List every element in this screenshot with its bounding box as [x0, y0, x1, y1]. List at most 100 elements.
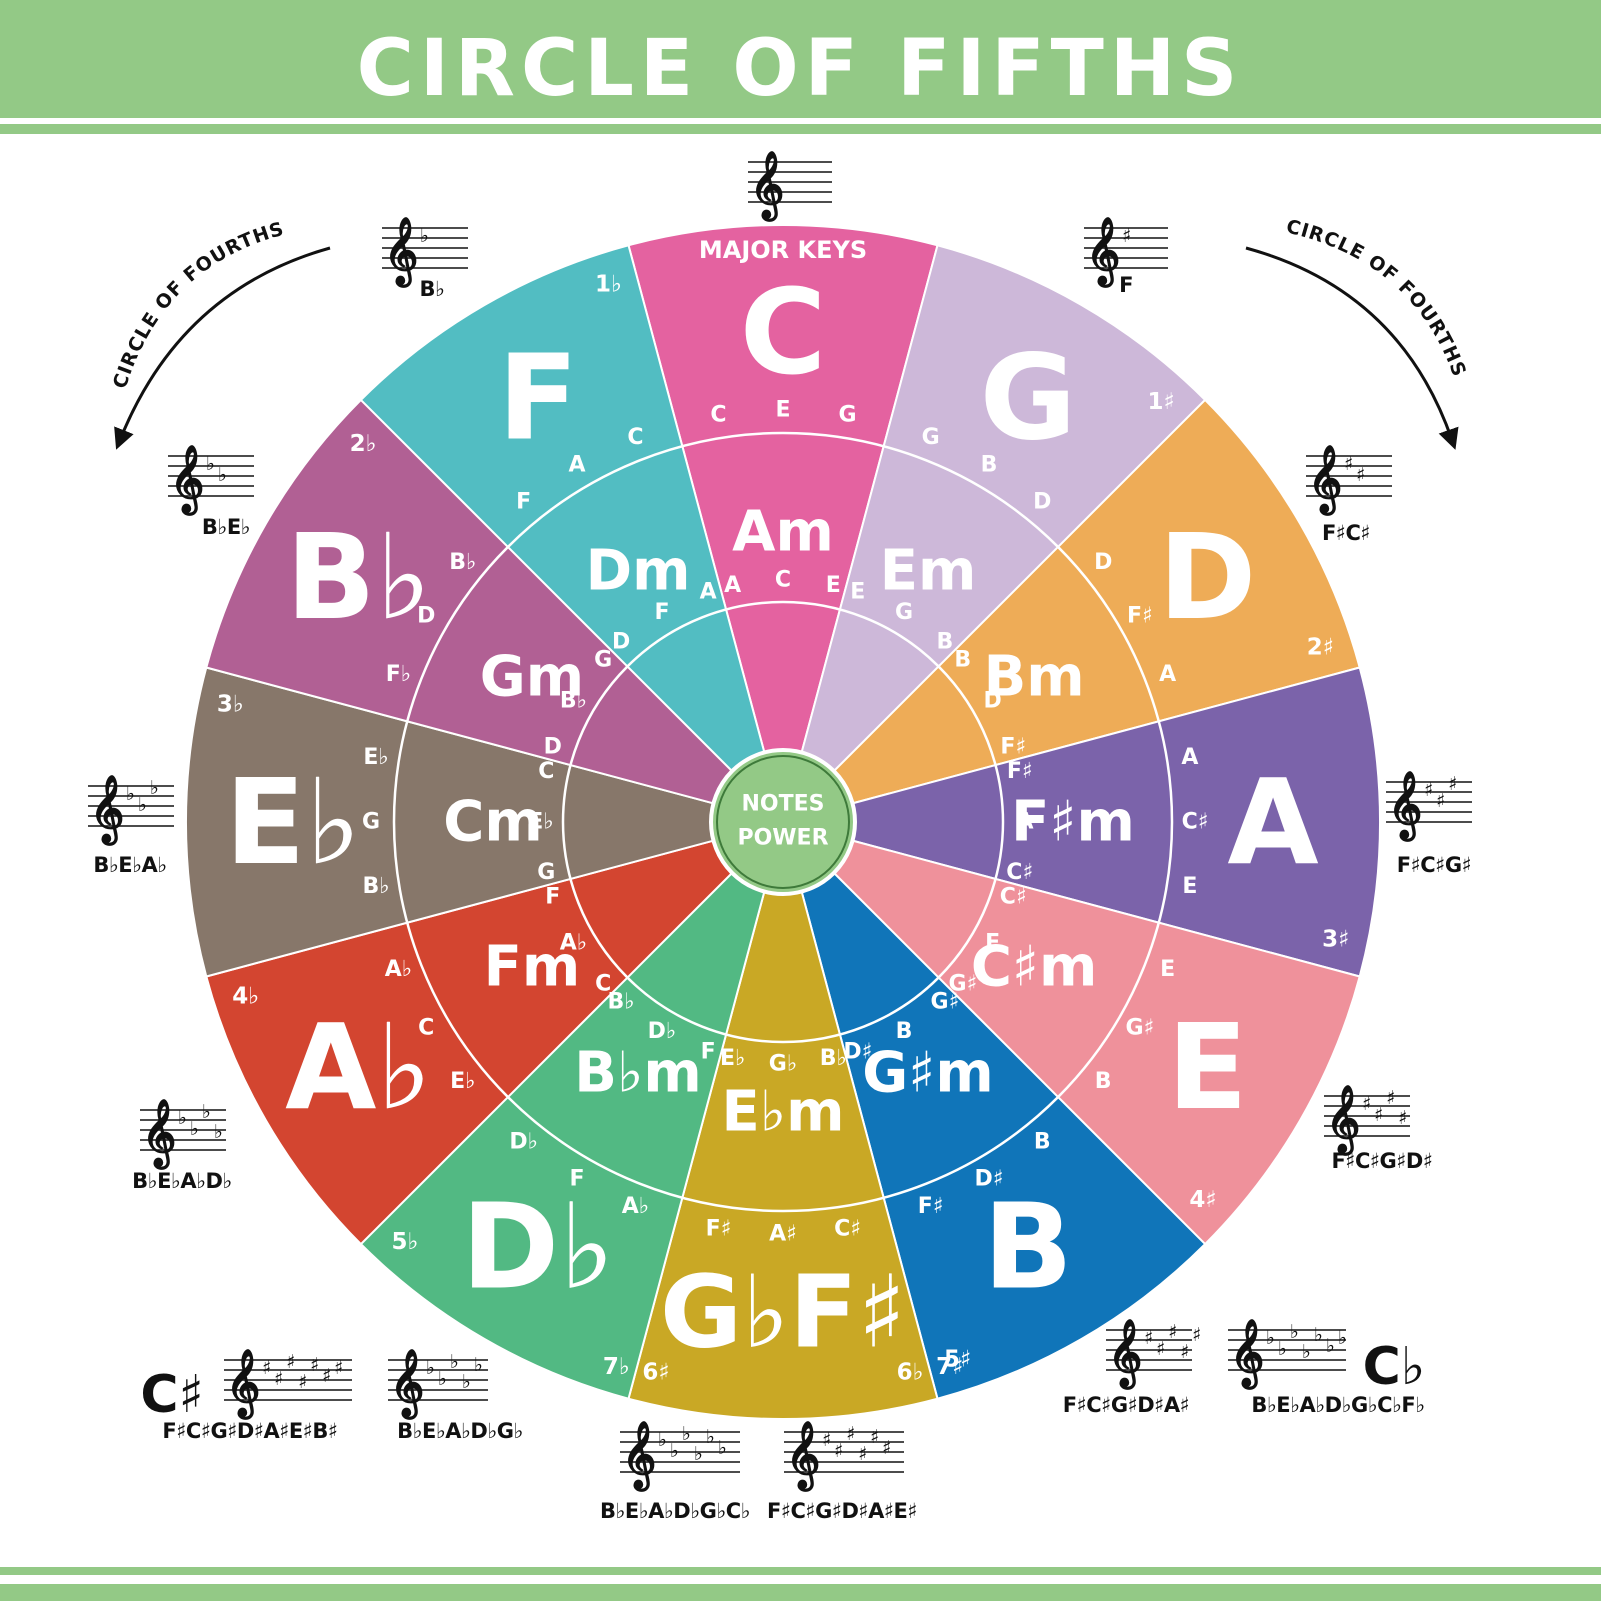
sharp-icon: ♯ [1424, 779, 1433, 801]
minor-triad-note: D [983, 689, 1001, 714]
circle-of-fourths-label-right: CIRCLE OF FOURTHS [1284, 215, 1470, 380]
staff-c-major: 𝄞 [748, 150, 832, 222]
key-signature-label: B♭E♭A♭D♭G♭ [397, 1419, 523, 1443]
staff-f-major: 𝄞♭ [382, 216, 468, 288]
sharp-icon: ♯ [1362, 1093, 1371, 1115]
center-badge [709, 748, 857, 896]
minor-triad-note: B [896, 1019, 913, 1044]
staff-a-major: 𝄞♯♯♯ [1386, 770, 1472, 842]
major-triad-note: F [569, 1166, 584, 1191]
major-key-label: G [980, 329, 1077, 467]
minor-triad-note: F♯ [1000, 735, 1026, 760]
treble-clef-icon: 𝄞 [1108, 1318, 1142, 1390]
flat-icon: ♭ [214, 1121, 223, 1143]
minor-triad-note: E [826, 573, 841, 598]
sharp-icon: ♯ [846, 1423, 855, 1445]
major-key-label: D♭ [461, 1177, 615, 1315]
sharp-icon: ♯ [1356, 464, 1365, 486]
minor-triad-note: G [537, 860, 555, 885]
minor-triad-note: G [594, 648, 612, 673]
major-triad-note: E [1160, 957, 1175, 982]
key-signature-label: B♭ [420, 277, 445, 301]
sharp-icon: ♯ [322, 1365, 331, 1387]
major-key-label: G♭F♯ [660, 1254, 906, 1371]
minor-triad-note: B♭ [608, 989, 635, 1014]
minor-triad-note: A♭ [560, 931, 587, 956]
sharp-icon: ♯ [286, 1351, 295, 1373]
minor-triad-note: B♭ [820, 1046, 847, 1071]
major-key-label: B♭ [286, 508, 432, 646]
key-signature-count: 3♭ [217, 692, 244, 718]
circle-of-fourths-arrow-left [114, 246, 331, 450]
major-key-label: A [1227, 753, 1318, 891]
staff-fsharp-major: 𝄞♯♯♯♯♯♯ [784, 1420, 904, 1492]
treble-clef-icon: 𝄞 [1388, 770, 1422, 842]
minor-triad-note: G♯ [931, 989, 960, 1014]
sharp-icon: ♯ [1122, 225, 1131, 247]
flat-icon: ♭ [474, 1354, 483, 1376]
minor-key-label: F♯m [1011, 790, 1135, 855]
minor-triad-note: G♭ [769, 1052, 797, 1077]
staff-eflat-major: 𝄞♭♭♭ [88, 774, 174, 846]
sharp-icon: ♯ [1398, 1107, 1407, 1129]
segment-9 [184, 666, 787, 978]
sharp-icon: ♯ [334, 1357, 343, 1379]
minor-triad-note: C♯ [1006, 860, 1033, 885]
minor-triad-note: F♯ [1007, 759, 1033, 784]
key-signature-count: 1♯ [1148, 389, 1175, 415]
staff-g-major: 𝄞♯ [1084, 216, 1168, 288]
minor-triad-note: B♭ [560, 689, 587, 714]
treble-clef-icon: 𝄞 [1326, 1084, 1360, 1156]
major-triad-note: G [838, 403, 856, 428]
major-triad-note: E [775, 398, 790, 423]
treble-clef-icon: 𝄞 [90, 774, 124, 846]
flat-icon: ♭ [190, 1118, 199, 1140]
sharp-icon: ♯ [1374, 1104, 1383, 1126]
sharp-icon: ♯ [870, 1426, 879, 1448]
major-key-label: B [983, 1177, 1073, 1315]
major-triad-note: A [1159, 662, 1176, 687]
segment-0 [627, 223, 939, 826]
staff-d-major: 𝄞♯♯ [1306, 444, 1392, 516]
major-triad-note: D♭ [509, 1130, 538, 1155]
treble-clef-icon: 𝄞 [750, 150, 784, 222]
flat-icon: ♭ [694, 1443, 703, 1465]
minor-triad-note: D♯ [843, 1040, 872, 1065]
staff-cflat-major: 𝄞♭♭♭♭♭♭♭ [1228, 1318, 1347, 1390]
flat-icon: ♭ [450, 1351, 459, 1373]
key-signature-count: 4♯ [1189, 1187, 1216, 1213]
minor-triad-note: G [895, 600, 913, 625]
flat-icon: ♭ [658, 1429, 667, 1451]
key-signature-count: 4♭ [232, 984, 259, 1010]
center-line-1: NOTES [742, 792, 825, 817]
major-triad-note: D♯ [975, 1166, 1004, 1191]
treble-clef-icon: 𝄞 [142, 1098, 176, 1170]
minor-triad-note: A [724, 573, 741, 598]
key-signature-label: B♭E♭A♭D♭G♭C♭F♭ [1251, 1393, 1424, 1417]
flat-icon: ♭ [202, 1101, 211, 1123]
staff-gflat-major: 𝄞♭♭♭♭♭♭ [620, 1420, 740, 1492]
segment-4 [779, 820, 1361, 1246]
minor-triad-note: D [612, 630, 630, 655]
minor-key-label: Fm [484, 935, 581, 1000]
minor-triad-note: D [544, 735, 562, 760]
major-triad-note: A♭ [385, 957, 412, 982]
sharp-icon: ♯ [822, 1429, 831, 1451]
segment-1 [781, 244, 1207, 826]
key-signature-label: B♭E♭A♭D♭ [132, 1169, 232, 1193]
flat-icon: ♭ [438, 1368, 447, 1390]
staff-b-major: 𝄞♯♯♯♯♯ [1106, 1318, 1201, 1390]
key-signature-count: 7♯ [936, 1354, 963, 1380]
major-triad-note: A [568, 453, 585, 478]
major-triad-note: C [627, 425, 643, 450]
major-triad-note: C♯ [1182, 810, 1209, 835]
staff-e-major: 𝄞♯♯♯♯ [1324, 1084, 1410, 1156]
sharp-icon: ♯ [298, 1371, 307, 1393]
minor-key-label: Dm [586, 538, 691, 603]
major-triad-note: F♭ [386, 662, 411, 687]
sharp-icon: ♯ [1344, 453, 1353, 475]
sharp-icon: ♯ [834, 1440, 843, 1462]
major-triad-note: G [922, 425, 940, 450]
minor-triad-note: C [595, 971, 611, 996]
